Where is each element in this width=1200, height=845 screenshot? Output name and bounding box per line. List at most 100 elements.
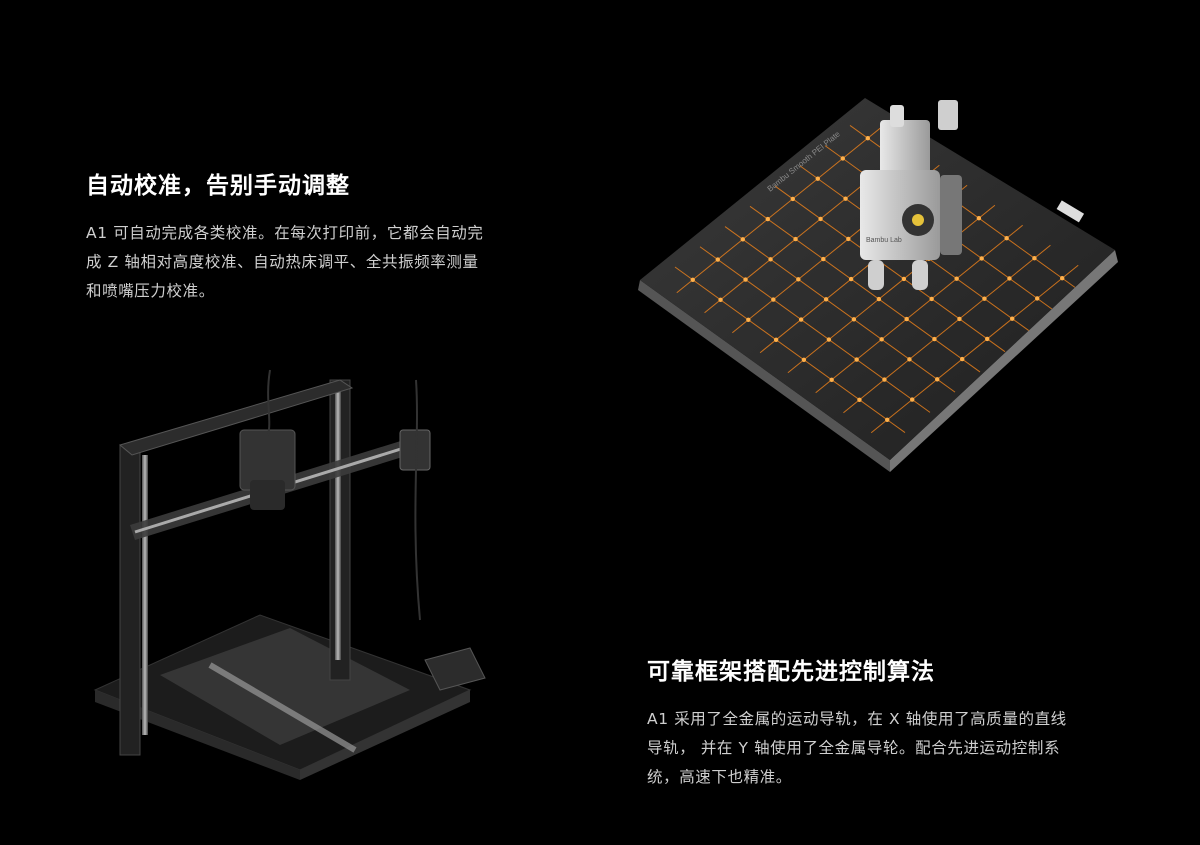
grid-probe-point bbox=[865, 136, 870, 141]
grid-probe-point bbox=[882, 377, 887, 382]
feature-title: 可靠框架搭配先进控制算法 bbox=[647, 659, 935, 685]
toolhead-top-module bbox=[880, 120, 930, 175]
feature-frame: 可靠框架搭配先进控制算法 A1 采用了全金属的运动导轨，在 X 轴使用了高质量的… bbox=[647, 652, 1067, 792]
grid-probe-point bbox=[1007, 276, 1012, 281]
grid-probe-point bbox=[821, 256, 826, 262]
grid-probe-point bbox=[840, 156, 845, 161]
touch-screen bbox=[424, 647, 486, 691]
grid-probe-point bbox=[765, 216, 770, 222]
grid-probe-point bbox=[907, 357, 912, 362]
grid-line bbox=[749, 205, 981, 373]
grid-probe-point bbox=[979, 256, 984, 261]
right-z-rod bbox=[335, 390, 341, 660]
grid-probe-point bbox=[910, 397, 915, 402]
cable bbox=[414, 379, 421, 621]
grid-probe-point bbox=[801, 357, 807, 362]
grid-probe-point bbox=[690, 277, 695, 282]
printer-base-right bbox=[300, 690, 470, 780]
plate-edge bbox=[890, 250, 1118, 472]
toolhead-foot bbox=[868, 260, 884, 290]
grid-probe-point bbox=[901, 276, 907, 282]
grid-probe-point bbox=[790, 196, 795, 202]
grid-probe-point bbox=[771, 297, 776, 302]
grid-probe-point bbox=[982, 296, 987, 301]
cable-connector bbox=[938, 100, 958, 130]
grid-probe-point bbox=[851, 317, 857, 322]
grid-probe-point bbox=[957, 316, 962, 322]
toolhead-body bbox=[860, 170, 940, 260]
grid-probe-point bbox=[796, 277, 801, 282]
grid-line bbox=[815, 224, 1023, 394]
grid-probe-point bbox=[846, 236, 851, 242]
grid-probe-point bbox=[793, 236, 798, 242]
grid-probe-point bbox=[932, 336, 937, 342]
grid-probe-point bbox=[885, 417, 890, 422]
feature-description-line: 统，高速下也精准。 bbox=[647, 768, 792, 786]
feature-description: A1 可自动完成各类校准。在每次打印前，它都会自动完 成 Z 轴相对高度校准、自… bbox=[86, 219, 484, 306]
grid-probe-point bbox=[904, 316, 909, 322]
toolhead-side bbox=[940, 175, 962, 255]
printer-bed bbox=[160, 628, 410, 745]
feature-title: 自动校准，告别手动调整 bbox=[86, 173, 350, 199]
cable bbox=[267, 369, 271, 436]
grid-probe-point bbox=[985, 336, 990, 342]
grid-probe-point bbox=[826, 337, 832, 342]
feature-description-line: A1 可自动完成各类校准。在每次打印前，它都会自动完 bbox=[86, 224, 484, 242]
grid-probe-point bbox=[823, 297, 829, 302]
grid-probe-point bbox=[954, 276, 959, 281]
printer-frame-illustration bbox=[93, 369, 486, 780]
grid-line bbox=[870, 264, 1079, 434]
grid-probe-point bbox=[746, 317, 751, 322]
grid-probe-point bbox=[879, 337, 884, 342]
grid-probe-point bbox=[768, 257, 773, 262]
feature-description-line: 导轨， 并在 Y 轴使用了全金属导轮。配合先进运动控制系 bbox=[647, 739, 1061, 757]
toolhead: Bambu Lab bbox=[860, 100, 962, 290]
grid-probe-point bbox=[960, 356, 965, 362]
top-beam bbox=[118, 379, 354, 456]
grid-probe-point bbox=[848, 276, 854, 282]
toolhead-label: Bambu Lab bbox=[866, 237, 902, 244]
warning-sticker bbox=[1056, 200, 1085, 223]
toolhead-fan bbox=[250, 480, 285, 510]
feature-description-line: 成 Z 轴相对高度校准、自动热床调平、全共振频率测量 bbox=[86, 253, 479, 271]
grid-probe-point bbox=[1032, 256, 1037, 261]
x-motor bbox=[399, 429, 431, 471]
grid-line bbox=[843, 244, 1051, 414]
feature-description-line: 和喷嘴压力校准。 bbox=[86, 282, 215, 300]
grid-probe-point bbox=[876, 296, 882, 302]
grid-line bbox=[699, 246, 931, 413]
grid-line bbox=[774, 185, 1006, 353]
feature-description-line: A1 采用了全金属的运动导轨，在 X 轴使用了高质量的直线 bbox=[647, 710, 1067, 728]
grid-line bbox=[676, 124, 885, 294]
y-rail bbox=[208, 662, 357, 753]
grid-probe-point bbox=[718, 297, 723, 302]
heatbed-toolhead-illustration: Bambu Smooth PEI Plate Bambu Lab bbox=[638, 98, 1118, 472]
feature-calibration: 自动校准，告别手动调整 A1 可自动完成各类校准。在每次打印前，它都会自动完 成… bbox=[86, 166, 484, 306]
grid-probe-point bbox=[854, 357, 859, 362]
grid-probe-point bbox=[1010, 316, 1015, 321]
toolhead-foot bbox=[912, 260, 928, 290]
grid-probe-point bbox=[1060, 276, 1065, 281]
grid-probe-point bbox=[815, 176, 820, 181]
grid-probe-point bbox=[715, 257, 720, 262]
feature-description: A1 采用了全金属的运动导轨，在 X 轴使用了高质量的直线 导轨， 并在 Y 轴… bbox=[647, 705, 1067, 792]
grid-probe-point bbox=[829, 377, 834, 382]
grid-probe-point bbox=[818, 216, 823, 222]
grid-probe-point bbox=[740, 237, 745, 242]
grid-probe-point bbox=[798, 317, 804, 322]
plate-edge bbox=[638, 280, 890, 472]
grid-probe-point bbox=[743, 277, 748, 282]
grid-probe-point bbox=[935, 377, 940, 382]
grid-probe-point bbox=[976, 216, 982, 221]
fan-hub bbox=[912, 214, 924, 226]
grid-probe-point bbox=[857, 397, 862, 402]
left-column bbox=[119, 444, 141, 756]
grid-line bbox=[674, 266, 906, 433]
grid-probe-point bbox=[843, 196, 848, 201]
filament-tube-connector bbox=[890, 105, 904, 127]
grid-line bbox=[724, 226, 956, 393]
grid-probe-point bbox=[773, 337, 779, 342]
left-z-rod bbox=[142, 455, 148, 735]
grid-probe-point bbox=[929, 296, 934, 302]
grid-probe-point bbox=[1035, 296, 1040, 301]
